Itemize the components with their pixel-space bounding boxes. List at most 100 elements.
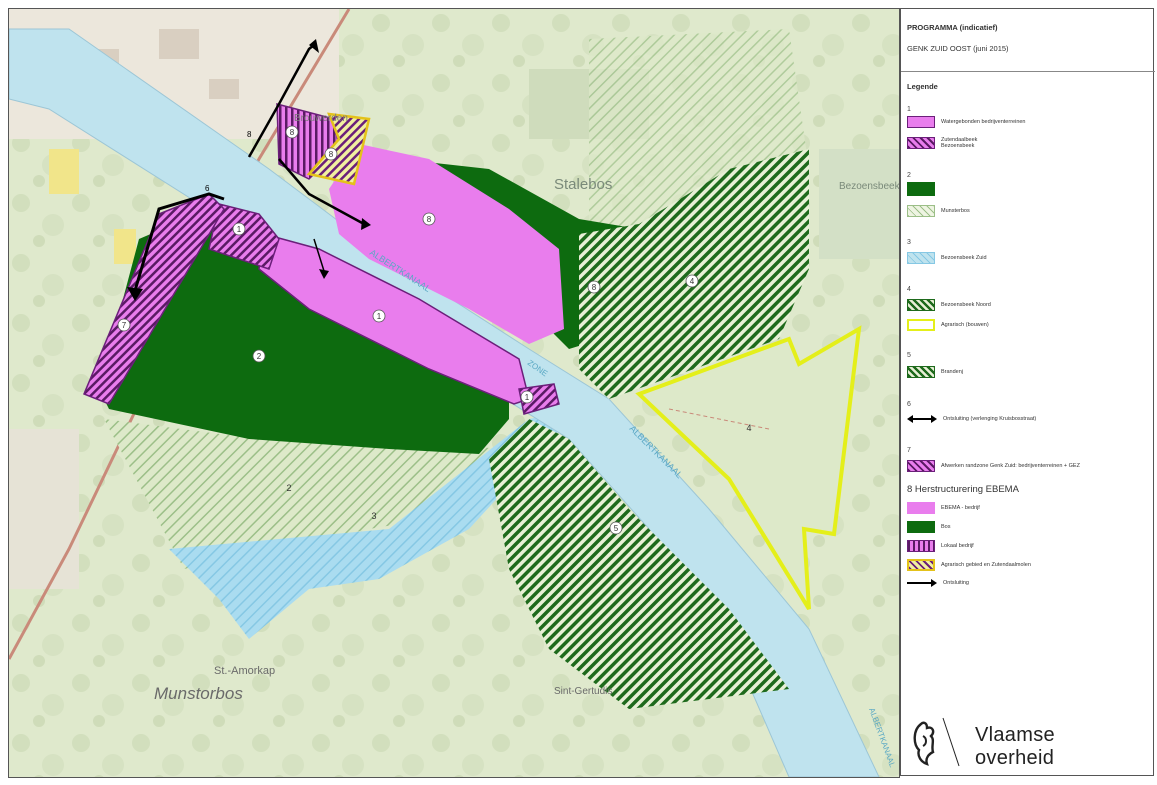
swatch-dark-green [907,521,935,533]
swatch-magenta [907,116,935,128]
label-arrow-8: 8 [247,130,252,139]
zone-marker-8b[interactable]: 8 [587,280,601,294]
legend-label-line: Bezoensbeek [941,143,975,149]
swatch-purple-hatched [907,137,935,149]
map-svg: Brouwerden Stalebos Munstorbos St.-Amork… [9,9,899,777]
zone-marker-1b[interactable]: 1 [372,309,386,323]
legend-label: Lokaal bedrijf [941,543,974,549]
arrow-small [313,238,325,272]
label-munstorbos: Munstorbos [154,684,243,703]
legend-item-agrarisch: Agrarisch (bouwen) [907,318,989,332]
map-canvas[interactable]: Brouwerden Stalebos Munstorbos St.-Amork… [8,8,900,778]
legend-title: PROGRAMMA (indicatief) [907,23,998,32]
label-bezoensbeek: Bezoensbeek [839,181,899,192]
label-st-amorkap: St.-Amorkap [214,665,275,677]
label-arrow-6: 6 [205,184,210,193]
arrow-6-access [132,192,225,295]
legend-section-8-heading: 8 Herstructurering EBEMA [907,484,1019,495]
zone-number: 2 [257,352,262,361]
legend-num-3: 3 [907,239,911,246]
zone-number: 8 [290,128,295,137]
arrow-8-head-east [361,218,371,230]
village-area [9,429,79,589]
legend-item-munsterbos: Munsterbos [907,204,970,218]
arrow-small-head [319,269,329,279]
zone-marker-4a[interactable]: 4 [685,274,699,288]
swatch-green-hatched [907,299,935,311]
zone-number: 2 [286,483,291,493]
zone-number: 5 [614,524,619,533]
zone-2-forest [99,209,509,454]
legend-label: Afwerken randzone Genk Zuid: bedrijvente… [941,463,1080,469]
power-line [668,408,770,430]
legend-label: Ontsluiting (verlenging Kruisbosstraat) [943,416,1037,422]
zone-1-hatched-a [208,203,280,270]
legend-item-randzone: Afwerken randzone Genk Zuid: bedrijvente… [907,459,1080,473]
legend-item-agrarisch-gebied: Agrarisch gebied en Zutendaalmolen [907,558,1031,572]
legend-label: Bezoensbeek Zuid [941,255,987,261]
zone-marker-7[interactable]: 7 [117,318,131,332]
legend-label: EBEMA - bedrijf [941,505,980,511]
legend-num-7: 7 [907,447,911,454]
zone-marker-8a[interactable]: 8 [422,212,436,226]
zone-marker-8d[interactable]: 8 [324,147,338,161]
swatch-arrow [907,579,937,587]
zone-4-north [579,149,809,399]
legend-label-line: Zutendaalbeek [941,137,978,143]
zone-marker-4b[interactable]: 4 [746,423,751,433]
zone-8-agrarian-mill [306,112,371,186]
legend-item-bezoensbeek-zuid: Bezoensbeek Zuid [907,251,987,265]
swatch-green-hatched [907,366,935,378]
zone-marker-3[interactable]: 3 [371,511,376,521]
legend-num-2: 2 [907,172,911,179]
swatch-yellow-outline [907,319,935,331]
zone-marker-2a[interactable]: 2 [252,349,266,363]
arrow-6-head [127,287,143,301]
zone-4-agrarian [635,325,862,611]
legend-label: Agrarisch (bouwen) [941,322,989,328]
arrow-8-head-north [309,39,319,53]
legend-item-bos: Bos [907,520,950,534]
zone-marker-8c[interactable]: 8 [285,125,299,139]
lion-icon [913,717,960,767]
field-yellow [49,149,79,194]
label-sint-gertudis: Sint-Gertudis [554,686,612,697]
swatch-arrow [907,415,937,423]
legend-item-water-bound: Watergebonden bedrijventerreinen [907,115,1026,129]
legend-label: Bezoensbeek Noord [941,302,991,308]
legend-item-bezoensbeek-noord: Bezoensbeek Noord [907,298,991,312]
swatch-purple-hatched [907,460,935,472]
swatch-magenta [907,502,935,514]
legend-label: Brandenj [941,369,964,375]
building [209,79,239,99]
legend-num-5: 5 [907,352,911,359]
field-yellow [114,229,136,264]
legend-num-6: 6 [907,401,911,408]
swatch-dark-green [907,182,935,196]
zone-3-water [169,409,579,639]
legend-item-dark-green [907,182,935,196]
legend-item-ontsluiting-8: Ontsluiting [907,576,969,590]
swatch-purple-vertical [907,540,935,552]
legend-item-ontsluiting: Ontsluiting (verlenging Kruisbosstraat) [907,412,1036,426]
zone-number: 8 [427,215,432,224]
legend-num-1: 1 [907,106,911,113]
zone-8-ebema [329,144,564,344]
zone-number: 4 [746,423,751,433]
legend-num-4: 4 [907,286,911,293]
swatch-light-hatched [907,205,935,217]
zone-marker-1c[interactable]: 1 [520,390,534,404]
zone-number: 1 [377,312,382,321]
zone-number: 8 [592,283,597,292]
zone-marker-1a[interactable]: 1 [232,222,246,236]
zone-marker-5[interactable]: 5 [609,521,623,535]
legend-heading: Legende [907,82,938,91]
legend-divider [901,71,1155,72]
legend-label: Munsterbos [941,208,970,214]
building [159,29,199,59]
zone-number: 8 [329,150,334,159]
zone-number: 7 [122,321,127,330]
zone-marker-2b[interactable]: 2 [283,482,295,494]
